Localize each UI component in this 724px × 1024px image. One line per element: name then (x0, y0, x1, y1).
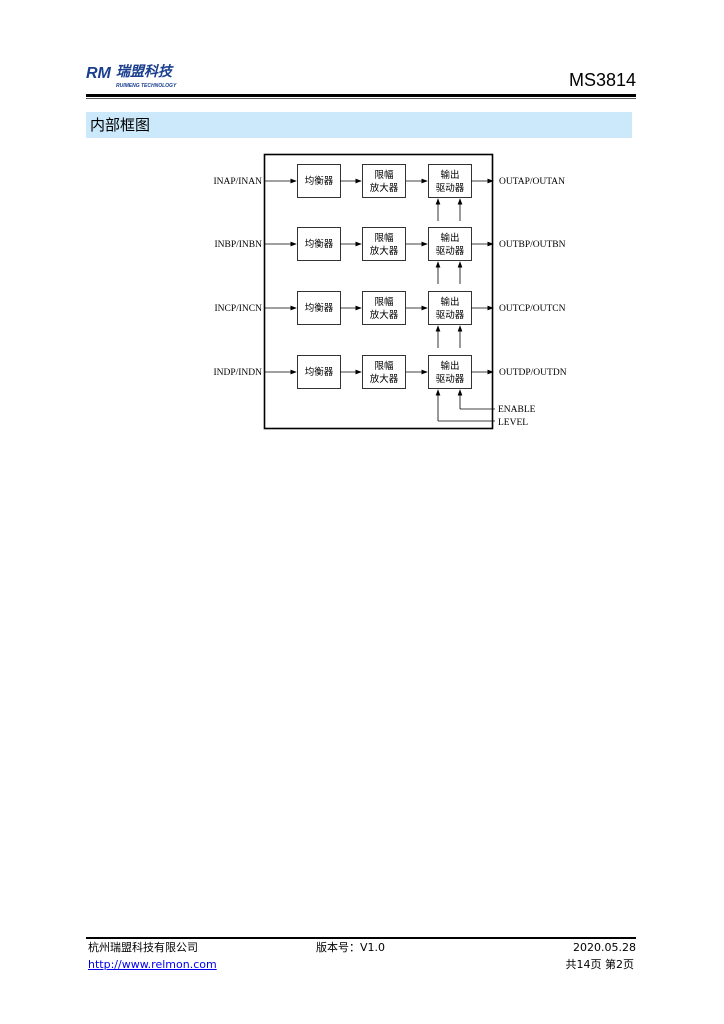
limiting-amp-block (362, 164, 406, 198)
equalizer-label: 均衡器 (305, 175, 334, 187)
logo-chinese: 瑞盟科技 (116, 64, 172, 80)
output-label: OUTDP/OUTDN (499, 368, 567, 378)
equalizer-label: 均衡器 (305, 302, 334, 314)
input-label: INCP/INCN (214, 304, 262, 314)
limiting-amp-block (362, 227, 406, 261)
header-rule-thin (86, 98, 636, 99)
footer-pages: 共14页 第2页 (565, 958, 635, 971)
company-logo: RM 瑞盟科技 RUIMENG TECHNOLOGY (86, 64, 186, 90)
limiter-label: 限幅 (374, 232, 394, 244)
driver-label: 驱动器 (436, 374, 465, 385)
footer-url-link[interactable]: http://www.relmon.com (88, 958, 217, 971)
limiter-label: 放大器 (370, 309, 399, 321)
driver-label: 输出 (440, 169, 459, 181)
limiter-label: 限幅 (374, 169, 394, 181)
limiter-label: 限幅 (374, 296, 394, 308)
chip-outline (263, 153, 494, 430)
logo-mark: RM (86, 65, 111, 82)
output-label: OUTCP/OUTCN (499, 304, 566, 314)
footer-company: 杭州瑞盟科技有限公司 (88, 941, 198, 954)
header-rule (86, 94, 636, 97)
output-label: OUTAP/OUTAN (499, 177, 565, 187)
equalizer-label: 均衡器 (305, 238, 334, 250)
input-label: INDP/INDN (213, 368, 262, 378)
output-label: OUTBP/OUTBN (499, 240, 566, 250)
equalizer-label: 均衡器 (305, 366, 334, 378)
driver-label: 驱动器 (436, 310, 465, 321)
limiter-label: 限幅 (374, 360, 394, 372)
footer-date: 2020.05.28 (573, 941, 636, 954)
driver-label: 驱动器 (436, 183, 465, 194)
limiting-amp-block (362, 355, 406, 389)
output-driver-block (428, 227, 472, 261)
driver-label: 驱动器 (436, 246, 465, 257)
limiter-label: 放大器 (370, 245, 399, 257)
footer-rule (86, 937, 636, 939)
equalizer-block (297, 355, 341, 389)
equalizer-block (297, 291, 341, 325)
driver-label: 输出 (440, 296, 459, 308)
output-driver-block (428, 164, 472, 198)
section-title: 内部框图 (90, 116, 151, 134)
level-label: LEVEL (498, 418, 528, 428)
equalizer-block (297, 227, 341, 261)
input-label: INAP/INAN (213, 177, 262, 187)
driver-label: 输出 (440, 232, 459, 244)
driver-label: 输出 (440, 360, 459, 372)
section-heading: 内部框图 (86, 112, 632, 138)
enable-label: ENABLE (498, 405, 536, 415)
limiter-label: 放大器 (370, 182, 399, 194)
output-driver-block (428, 291, 472, 325)
input-label: INBP/INBN (214, 240, 262, 250)
footer-version: 版本号：V1.0 (316, 941, 386, 954)
limiter-label: 放大器 (370, 373, 399, 385)
limiting-amp-block (362, 291, 406, 325)
logo-english: RUIMENG TECHNOLOGY (116, 83, 177, 89)
document-title: MS3814 (568, 70, 636, 90)
